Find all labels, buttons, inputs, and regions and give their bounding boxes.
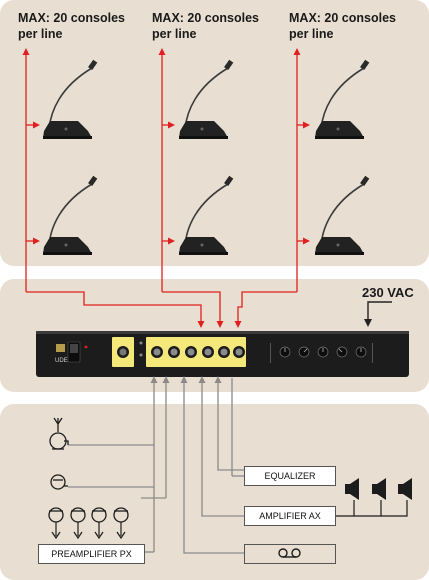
preamplifier-box: PREAMPLIFIER PX	[38, 544, 145, 564]
power-arrow	[364, 301, 392, 327]
speakers	[345, 478, 412, 500]
console-mic-1b	[42, 174, 99, 256]
recorder-icon	[278, 548, 301, 558]
mic-drops	[51, 522, 126, 540]
central-unit: UDE	[36, 331, 409, 377]
console-mic-1a	[42, 58, 99, 140]
amplifier-box: AMPLIFIER AX	[244, 506, 336, 526]
unit-brand-text: UDE	[55, 358, 68, 364]
console-column-2-caption: MAX: 20 consoles per line	[152, 11, 259, 41]
console-mic-3a	[314, 58, 371, 140]
console-mic-2a	[178, 58, 235, 140]
console-mic-2b	[178, 174, 235, 256]
console-column-3-caption: MAX: 20 consoles per line	[289, 11, 396, 41]
console-lines	[22, 48, 310, 328]
equalizer-box: EQUALIZER	[244, 466, 336, 486]
speaker-lines	[336, 500, 408, 517]
console-column-1-caption: MAX: 20 consoles per line	[18, 11, 125, 41]
input-sources	[48, 417, 129, 523]
power-label: 230 VAC	[362, 285, 414, 300]
audio-lines	[68, 376, 244, 554]
recorder-box	[244, 544, 336, 564]
console-mic-3b	[314, 174, 371, 256]
console-microphones	[42, 58, 371, 256]
